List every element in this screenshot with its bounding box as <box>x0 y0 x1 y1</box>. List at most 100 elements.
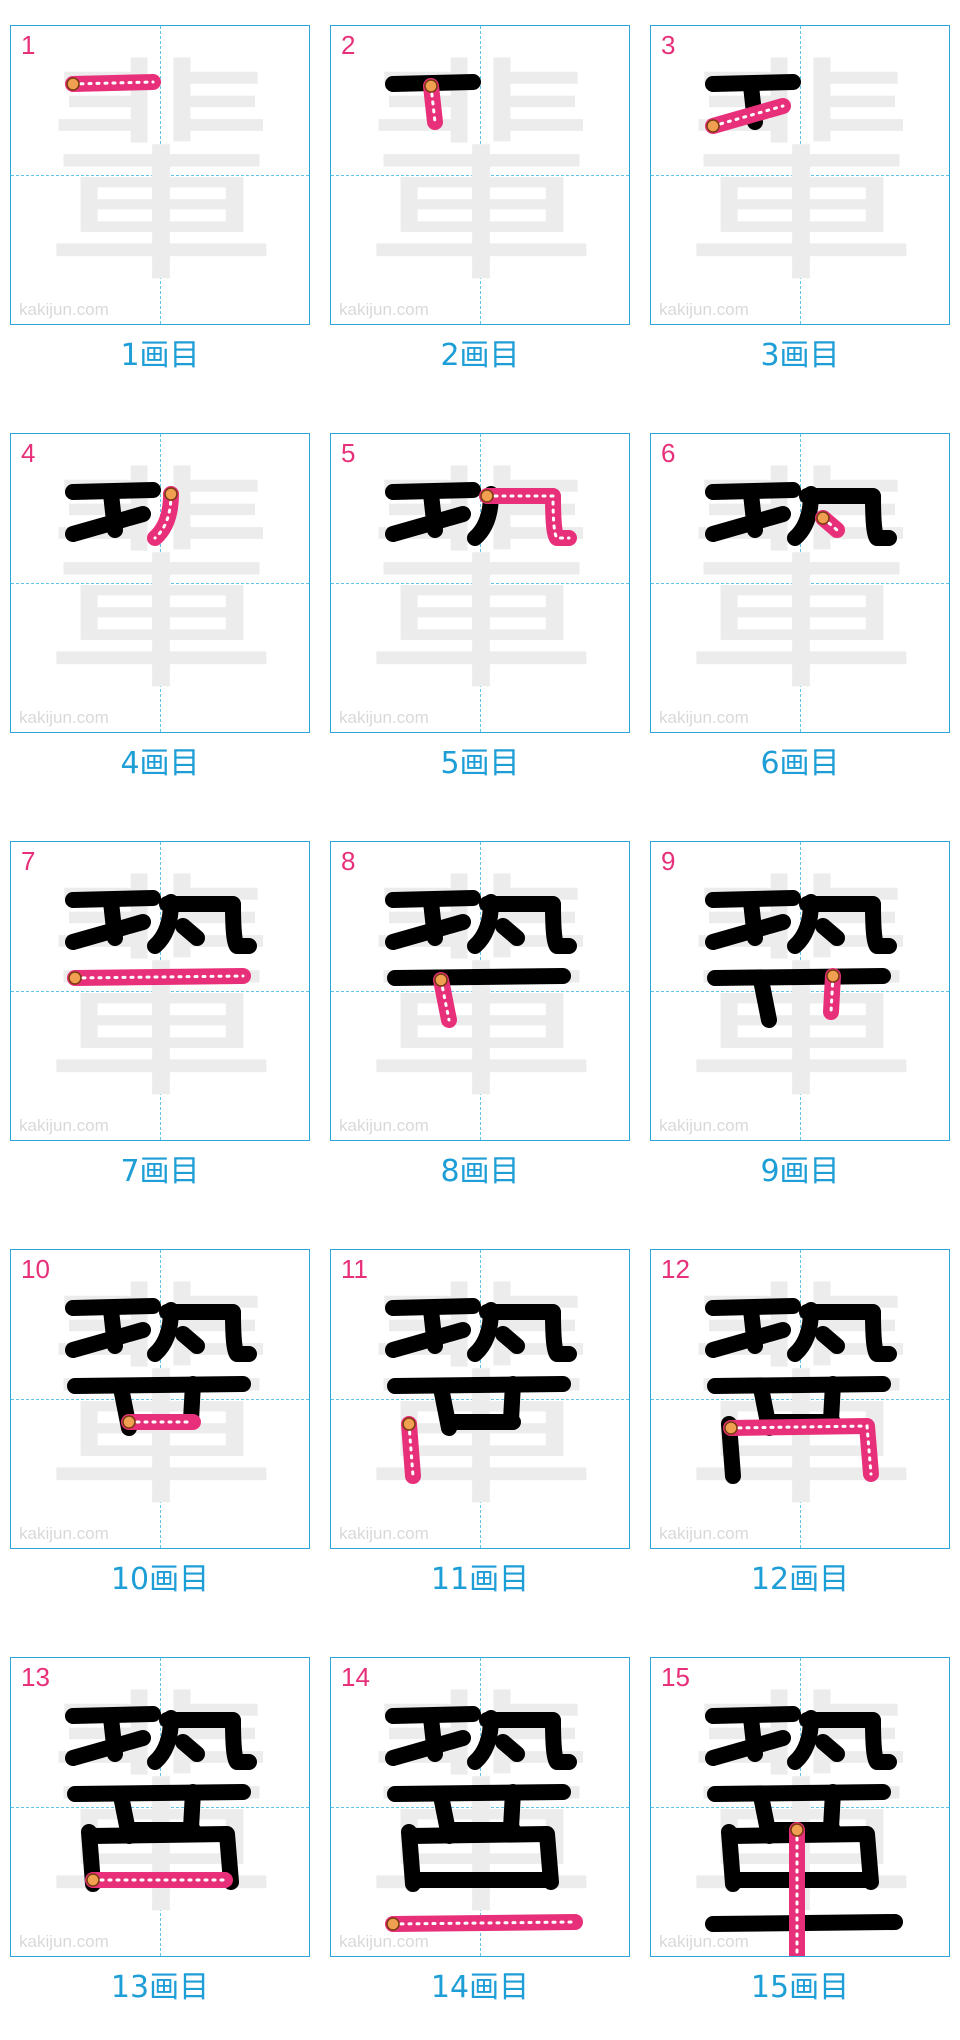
stroke-start-dot <box>68 971 82 985</box>
stroke-drawing <box>385 1298 577 1484</box>
stroke-caption: 12画目 <box>750 1562 850 1597</box>
stroke-drawing <box>385 482 577 546</box>
completed-stroke <box>707 1784 891 1802</box>
guide-line-horizontal <box>651 583 949 584</box>
guide-line-horizontal <box>331 175 629 176</box>
completed-stroke <box>65 914 151 950</box>
stroke-drawing <box>705 890 897 1028</box>
stroke-cell: 輩 4 kakijun.com <box>10 433 310 733</box>
completed-stroke <box>707 968 891 986</box>
stroke-guide-dots <box>485 494 571 540</box>
stroke-start-dot <box>86 1873 100 1887</box>
completed-stroke <box>159 1304 257 1362</box>
stroke-cell: 輩 8 kakijun.com <box>330 841 630 1141</box>
guide-line-horizontal <box>331 583 629 584</box>
stroke-caption: 5画目 <box>440 746 520 781</box>
stroke-start-dot <box>424 79 438 93</box>
guide-line-horizontal <box>331 1807 629 1808</box>
completed-stroke <box>385 1322 471 1358</box>
completed-stroke <box>175 918 205 946</box>
stroke-start-dot <box>66 77 80 91</box>
current-stroke <box>705 98 791 134</box>
stroke-guide-dots <box>729 1424 873 1476</box>
stroke-cell: 輩 7 kakijun.com <box>10 841 310 1141</box>
stroke-drawing <box>705 1298 897 1484</box>
completed-stroke <box>753 972 777 1028</box>
stroke-drawing <box>65 1298 257 1436</box>
completed-stroke <box>723 1826 879 1890</box>
stroke-caption: 10画目 <box>110 1562 210 1597</box>
stroke-drawing <box>65 890 257 986</box>
completed-stroke <box>479 1712 577 1770</box>
completed-stroke <box>705 914 791 950</box>
stroke-caption: 14画目 <box>430 1970 530 2005</box>
completed-stroke <box>479 1304 577 1362</box>
stroke-caption: 15画目 <box>750 1970 850 2005</box>
completed-stroke <box>175 1326 205 1354</box>
watermark: kakijun.com <box>659 1932 749 1951</box>
stroke-start-dot <box>826 969 840 983</box>
stroke-caption: 11画目 <box>430 1562 530 1597</box>
stroke-cell: 輩 15 kakijun.com <box>650 1657 950 1957</box>
completed-stroke <box>159 896 257 954</box>
watermark: kakijun.com <box>19 1932 109 1951</box>
completed-stroke <box>387 968 571 986</box>
stroke-start-dot <box>402 1417 416 1431</box>
completed-stroke <box>175 1734 205 1762</box>
stroke-cell: 輩 9 kakijun.com <box>650 841 950 1141</box>
stroke-caption: 2画目 <box>440 338 520 373</box>
stroke-number: 3 <box>661 30 676 60</box>
completed-stroke <box>65 506 151 542</box>
stroke-cell: 輩 12 kakijun.com <box>650 1249 950 1549</box>
guide-line-horizontal <box>11 991 309 992</box>
watermark: kakijun.com <box>19 708 109 727</box>
completed-stroke <box>385 506 471 542</box>
watermark: kakijun.com <box>19 1524 109 1543</box>
completed-stroke <box>65 1322 151 1358</box>
stroke-drawing <box>705 74 801 134</box>
stroke-cell: 輩 1 kakijun.com <box>10 25 310 325</box>
completed-stroke <box>705 506 791 542</box>
stroke-cell: 輩 3 kakijun.com <box>650 25 950 325</box>
guide-line-horizontal <box>651 991 949 992</box>
watermark: kakijun.com <box>659 300 749 319</box>
stroke-cell: 輩 5 kakijun.com <box>330 433 630 733</box>
stroke-drawing <box>65 74 161 92</box>
guide-line-horizontal <box>651 175 949 176</box>
stroke-guide-dots <box>391 1920 577 1926</box>
watermark: kakijun.com <box>339 1932 429 1951</box>
watermark: kakijun.com <box>659 708 749 727</box>
completed-stroke <box>815 1734 845 1762</box>
completed-stroke <box>705 1730 791 1766</box>
completed-stroke <box>705 1322 791 1358</box>
guide-line-horizontal <box>11 1399 309 1400</box>
completed-stroke <box>403 1826 559 1890</box>
stroke-caption: 7画目 <box>120 1154 200 1189</box>
guide-line-horizontal <box>11 583 309 584</box>
watermark: kakijun.com <box>339 708 429 727</box>
stroke-caption: 3画目 <box>760 338 840 373</box>
stroke-drawing <box>65 482 179 546</box>
stroke-number: 15 <box>661 1662 690 1692</box>
stroke-drawing <box>65 1706 257 1892</box>
completed-stroke <box>799 488 897 546</box>
guide-line-horizontal <box>651 1399 949 1400</box>
completed-stroke <box>799 896 897 954</box>
completed-stroke <box>67 1376 251 1394</box>
stroke-number: 8 <box>341 846 356 876</box>
guide-line-horizontal <box>331 1399 629 1400</box>
completed-stroke <box>799 1304 897 1362</box>
stroke-start-dot <box>706 119 720 133</box>
watermark: kakijun.com <box>339 300 429 319</box>
completed-stroke <box>387 1784 571 1802</box>
current-stroke <box>67 968 251 986</box>
stroke-cell: 輩 14 kakijun.com <box>330 1657 630 1957</box>
stroke-number: 5 <box>341 438 356 468</box>
current-stroke <box>147 486 179 546</box>
completed-stroke <box>387 1376 571 1394</box>
watermark: kakijun.com <box>339 1524 429 1543</box>
stroke-cell: 輩 11 kakijun.com <box>330 1249 630 1549</box>
completed-stroke <box>67 1784 251 1802</box>
stroke-start-dot <box>724 1421 738 1435</box>
